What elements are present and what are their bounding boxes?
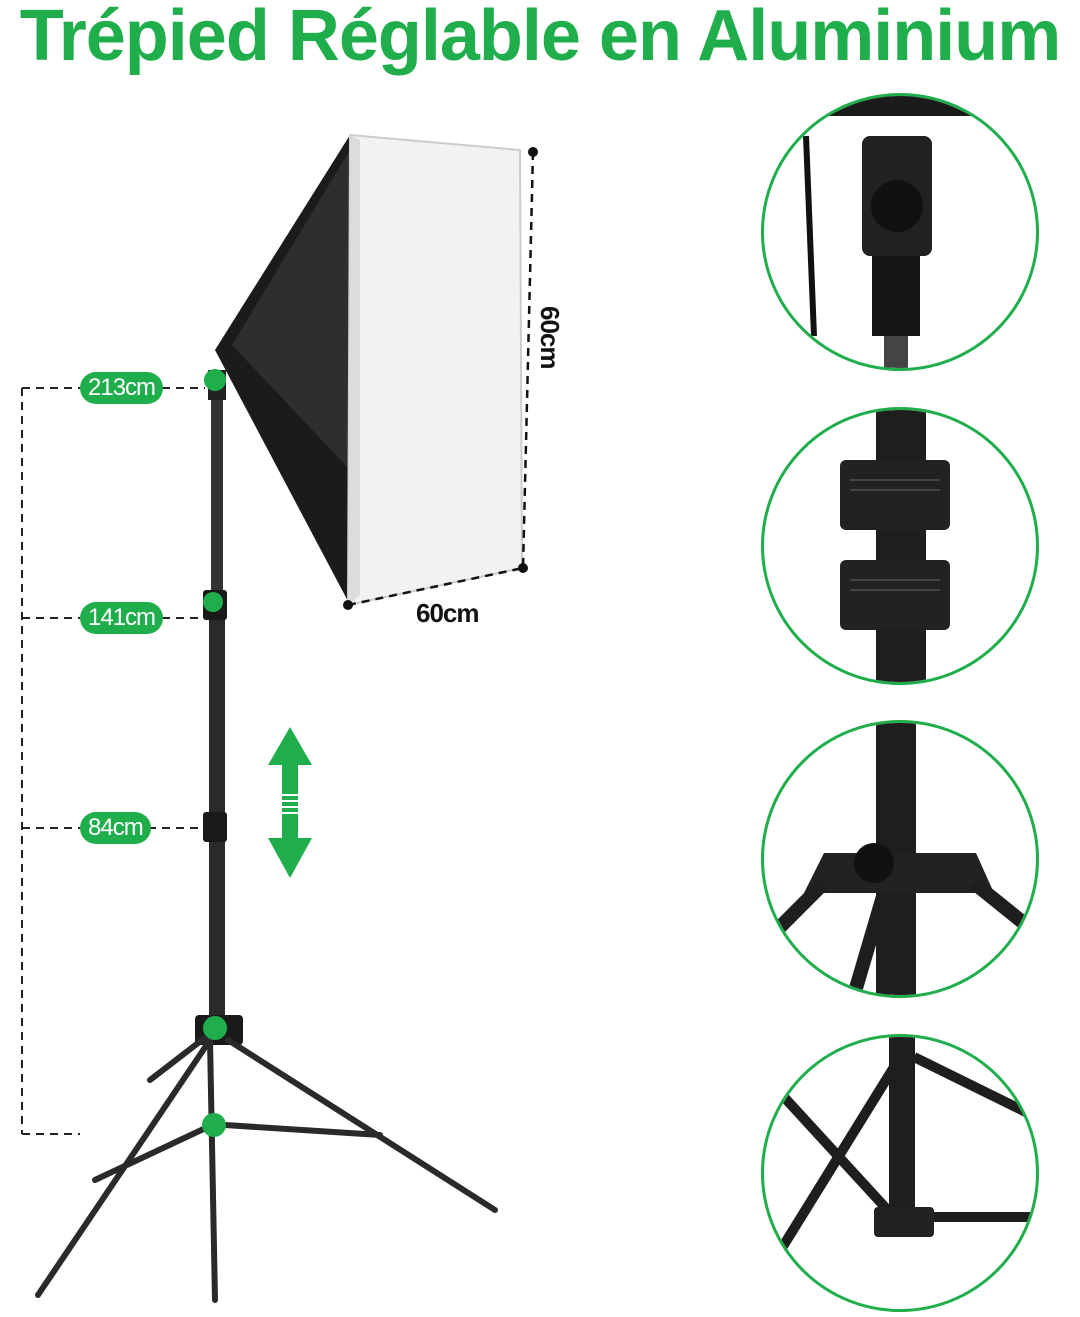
detail-circle-mount	[761, 93, 1039, 371]
height-label-141: 141cm	[80, 602, 164, 634]
height-label-213: 213cm	[80, 372, 164, 404]
light-stand	[35, 369, 498, 1303]
softbox-width-label: 60cm	[416, 598, 479, 628]
page-title: Trépied Réglable en Aluminium	[19, 0, 1062, 76]
detail-circle-hub	[761, 720, 1039, 998]
detail-circle-base	[761, 1034, 1039, 1312]
detail-circle-clamp	[761, 407, 1039, 685]
softbox	[215, 133, 524, 607]
double-arrow-icon	[268, 727, 312, 878]
height-label-84: 84cm	[80, 812, 151, 844]
softbox-height-label: 60cm	[535, 306, 565, 369]
